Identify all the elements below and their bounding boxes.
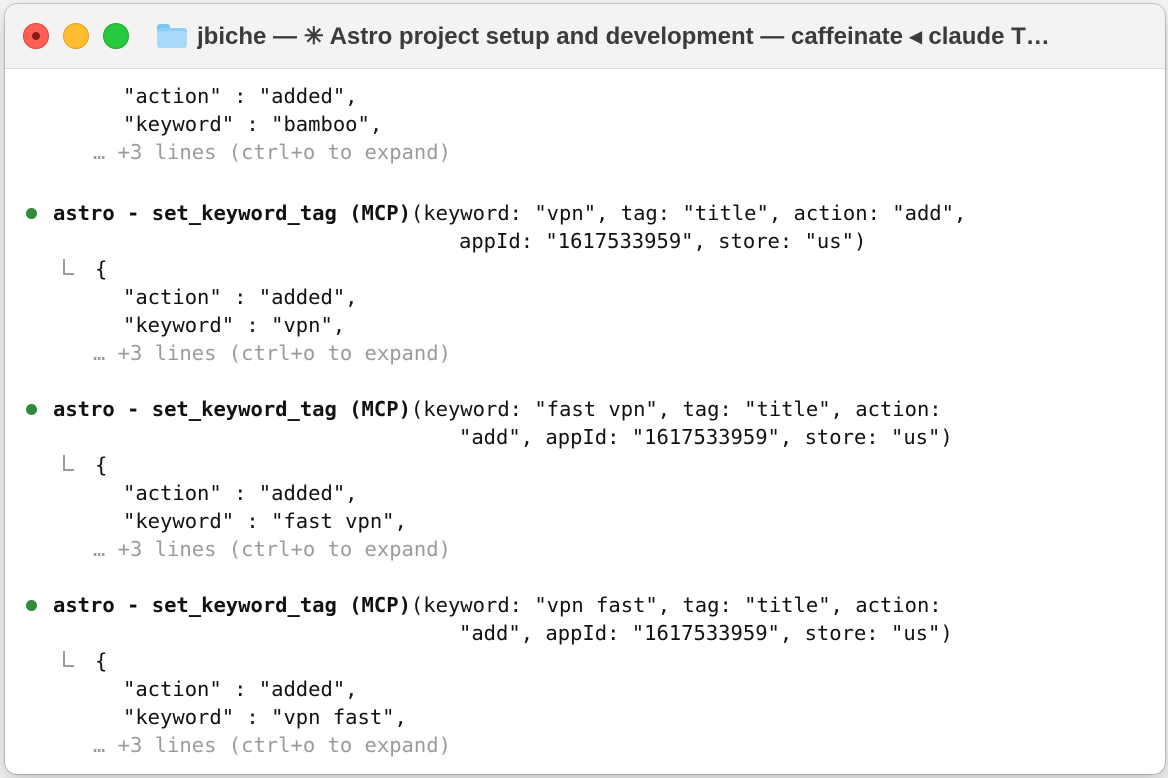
result-open-brace: { — [95, 257, 108, 281]
tool-call-line: astro - set_keyword_tag (MCP)(keyword: "… — [53, 395, 942, 423]
result-open-brace: { — [95, 649, 108, 673]
tool-args-continued: "add", appId: "1617533959", store: "us") — [459, 425, 953, 449]
result-keyword-line: "keyword" : "vpn fast", — [123, 705, 407, 729]
result-action-line: "action" : "added", — [123, 285, 358, 309]
result-keyword-line: "keyword" : "fast vpn", — [123, 509, 407, 533]
status-bullet-icon — [26, 208, 37, 219]
expand-hint[interactable]: … +3 lines (ctrl+o to expand) — [93, 537, 451, 561]
tool-args: (keyword: "fast vpn", tag: "title", acti… — [410, 397, 942, 421]
result-open-brace: { — [95, 453, 108, 477]
tool-name: astro - set_keyword_tag (MCP) — [53, 397, 411, 421]
tool-args-continued: "add", appId: "1617533959", store: "us") — [459, 621, 953, 645]
folder-icon-body — [157, 28, 187, 48]
partial-action-line: "action" : "added", — [123, 84, 358, 108]
expand-hint[interactable]: … +3 lines (ctrl+o to expand) — [93, 733, 451, 757]
result-keyword-line: "keyword" : "vpn", — [123, 313, 346, 337]
expand-hint[interactable]: … +3 lines (ctrl+o to expand) — [93, 341, 451, 365]
status-bullet-icon — [26, 600, 37, 611]
partial-expand-hint[interactable]: … +3 lines (ctrl+o to expand) — [93, 140, 451, 164]
folder-icon-tab — [157, 24, 170, 30]
tool-name: astro - set_keyword_tag (MCP) — [53, 201, 411, 225]
close-window-button[interactable] — [23, 23, 49, 49]
result-elbow-icon — [63, 455, 74, 471]
result-action-line: "action" : "added", — [123, 677, 358, 701]
window-title: jbiche — ✳ Astro project setup and devel… — [197, 22, 1050, 50]
result-action-line: "action" : "added", — [123, 481, 358, 505]
partial-keyword-line: "keyword" : "bamboo", — [123, 112, 383, 136]
title-bar[interactable]: jbiche — ✳ Astro project setup and devel… — [5, 4, 1165, 69]
result-elbow-icon — [63, 651, 74, 667]
tool-args-continued: appId: "1617533959", store: "us") — [459, 229, 867, 253]
tool-call-line: astro - set_keyword_tag (MCP)(keyword: "… — [53, 199, 966, 227]
result-elbow-icon — [63, 259, 74, 275]
terminal-window: jbiche — ✳ Astro project setup and devel… — [5, 4, 1165, 774]
tool-call-line: astro - set_keyword_tag (MCP)(keyword: "… — [53, 591, 942, 619]
status-bullet-icon — [26, 404, 37, 415]
zoom-window-button[interactable] — [103, 23, 129, 49]
tool-args: (keyword: "vpn", tag: "title", action: "… — [410, 201, 967, 225]
minimize-window-button[interactable] — [63, 23, 89, 49]
tool-args: (keyword: "vpn fast", tag: "title", acti… — [410, 593, 942, 617]
window-controls — [23, 23, 129, 49]
terminal-output[interactable]: "action" : "added", "keyword" : "bamboo"… — [5, 69, 1165, 774]
folder-icon — [157, 24, 187, 48]
tool-name: astro - set_keyword_tag (MCP) — [53, 593, 411, 617]
